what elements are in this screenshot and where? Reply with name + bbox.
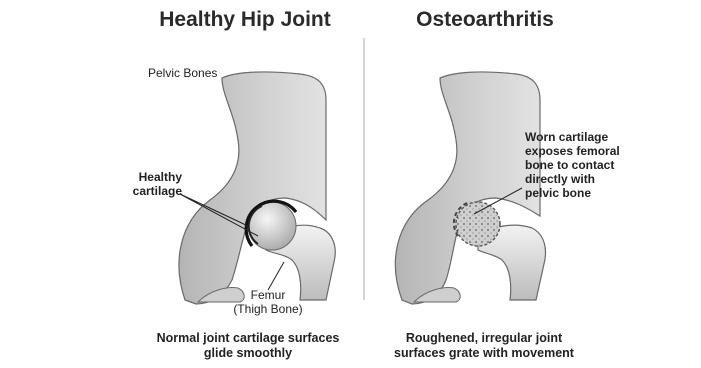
right-panel-title: Osteoarthritis — [400, 8, 570, 32]
right-caption: Roughened, irregular joint surfaces grat… — [374, 331, 594, 361]
healthy-cartilage-label: Healthy cartilage — [118, 170, 182, 198]
worn-cartilage-label-line1: Worn cartilage — [525, 130, 635, 144]
left-femur-pointer — [268, 262, 284, 290]
left-panel-title: Healthy Hip Joint — [150, 8, 340, 32]
pelvic-bones-label: Pelvic Bones — [148, 66, 217, 80]
panel-divider — [363, 38, 365, 300]
worn-cartilage-label: Worn cartilage exposes femoral bone to c… — [525, 130, 635, 200]
worn-cartilage-label-line3: bone to contact — [525, 158, 635, 172]
femur-label-line2: (Thigh Bone) — [226, 302, 310, 316]
right-caption-line1: Roughened, irregular joint — [374, 331, 594, 346]
femur-label-line1: Femur — [226, 288, 310, 302]
left-caption-line1: Normal joint cartilage surfaces — [128, 331, 368, 346]
healthy-cartilage-label-line2: cartilage — [118, 184, 182, 198]
healthy-cartilage-label-line1: Healthy — [118, 170, 182, 184]
right-caption-line2: surfaces grate with movement — [374, 346, 594, 361]
worn-cartilage-label-line5: pelvic bone — [525, 186, 635, 200]
right-femoral-head — [456, 202, 500, 246]
left-caption: Normal joint cartilage surfaces glide sm… — [128, 331, 368, 361]
worn-cartilage-label-line4: directly with — [525, 172, 635, 186]
arthritic-hip-illustration — [395, 72, 545, 304]
worn-cartilage-label-line2: exposes femoral — [525, 144, 635, 158]
healthy-hip-illustration — [179, 72, 335, 304]
left-caption-line2: glide smoothly — [128, 346, 368, 361]
femur-label: Femur (Thigh Bone) — [226, 288, 310, 316]
